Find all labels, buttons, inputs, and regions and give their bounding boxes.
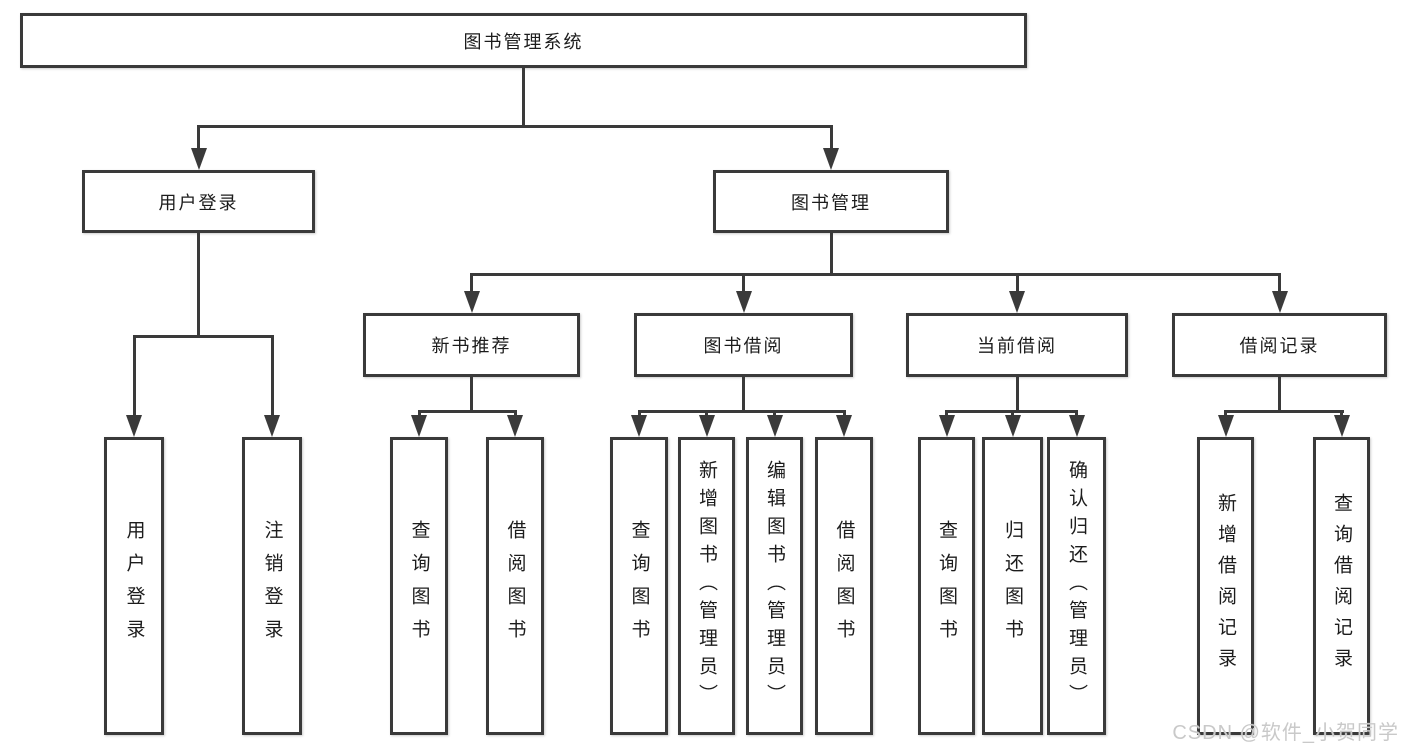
arrow-down-icon [1217,415,1234,437]
connector-drop-leaf [1224,410,1227,418]
connector-drop-leaf [773,410,776,418]
leaf-current-query-books-label: 查询图书 [936,520,957,652]
connector-drop-leaf [1075,410,1078,418]
leaf-edit-book-admin: 编辑图书（管理员） [746,437,803,735]
leaf-add-book-admin: 新增图书（管理员） [678,437,735,735]
node-user-login-module: 用户登录 [82,170,315,233]
connector-drop-module [1278,273,1281,293]
leaf-user-login-label: 用户登录 [123,520,145,652]
arrow-down-icon [1271,291,1288,313]
leaf-recommend-query-books-label: 查询图书 [408,520,430,652]
node-library-system-label: 图书管理系统 [463,31,584,52]
connector-current-stem [1015,377,1019,410]
leaf-borrow-borrow-books-label: 借阅图书 [833,520,855,652]
arrow-down-icon [823,148,839,170]
connector-user-rail [132,335,274,338]
connector-mgmt-rail [470,273,1281,276]
connector-root-rail [197,125,832,128]
arrow-down-icon [507,415,523,437]
leaf-query-borrow-record-label: 查询借阅记录 [1331,493,1352,679]
connector-root-stem [521,68,525,125]
leaf-add-borrow-record: 新增借阅记录 [1197,437,1254,735]
connector-recommend-rail [417,410,517,413]
leaf-add-borrow-record-label: 新增借阅记录 [1215,493,1236,679]
arrow-down-icon [1068,415,1085,437]
arrow-down-icon [1333,415,1350,437]
connector-mgmt-stem [829,233,833,273]
connector-drop-leaf [705,410,708,418]
connector-drop-user-login [197,125,200,152]
node-book-management: 图书管理 [713,170,949,233]
connector-drop-leaf [1011,410,1014,418]
connector-user-stem [197,233,200,335]
node-book-borrowing-label: 图书借阅 [703,336,784,356]
connector-drop-leaf [132,335,136,418]
arrow-down-icon [836,415,852,437]
node-borrowing-records: 借阅记录 [1172,313,1387,377]
leaf-borrow-query-books: 查询图书 [610,437,668,735]
leaf-borrow-query-books-label: 查询图书 [628,520,650,652]
arrow-down-icon [735,291,752,313]
leaf-user-login: 用户登录 [104,437,164,735]
arrow-down-icon [126,415,142,437]
connector-drop-leaf [1340,410,1343,418]
node-book-management-label: 图书管理 [791,192,871,213]
leaf-borrow-borrow-books: 借阅图书 [815,437,873,735]
connector-records-stem [1278,377,1281,410]
connector-drop-book-mgmt [829,125,833,152]
arrow-down-icon [190,148,207,170]
node-borrowing-records-label: 借阅记录 [1239,336,1320,356]
csdn-watermark: CSDN @软件_小贺同学 [1172,722,1399,744]
connector-drop-module [742,273,745,293]
leaf-logout-label: 注销登录 [261,520,283,652]
arrow-down-icon [766,415,783,437]
connector-drop-module [470,273,473,293]
leaf-query-borrow-record: 查询借阅记录 [1313,437,1370,735]
connector-drop-leaf [513,410,517,418]
leaf-return-books: 归还图书 [982,437,1043,735]
arrow-down-icon [938,415,955,437]
node-current-borrowing-label: 当前借阅 [977,336,1057,356]
connector-drop-leaf [842,410,846,418]
leaf-confirm-return-admin: 确认归还（管理员） [1047,437,1106,735]
connector-drop-leaf [417,410,421,418]
node-new-book-recommend: 新书推荐 [363,313,580,377]
connector-borrow-stem [742,377,745,410]
connector-borrow-rail [637,410,846,413]
leaf-edit-book-admin-label: 编辑图书（管理员） [764,460,785,712]
arrow-down-icon [264,415,280,437]
leaf-recommend-borrow-books: 借阅图书 [486,437,544,735]
leaf-return-books-label: 归还图书 [1002,520,1023,652]
node-book-borrowing: 图书借阅 [634,313,853,377]
node-new-book-recommend-label: 新书推荐 [431,336,512,356]
arrow-down-icon [698,415,715,437]
leaf-recommend-query-books: 查询图书 [390,437,448,735]
arrow-down-icon [1004,415,1021,437]
arrow-down-icon [1009,291,1025,313]
connector-records-rail [1224,410,1344,413]
leaf-confirm-return-admin-label: 确认归还（管理员） [1066,460,1087,712]
leaf-recommend-borrow-books-label: 借阅图书 [504,520,526,652]
connector-drop-leaf [945,410,948,418]
node-current-borrowing: 当前借阅 [906,313,1128,377]
arrow-down-icon [463,291,480,313]
leaf-logout: 注销登录 [242,437,302,735]
node-user-login-module-label: 用户登录 [158,192,239,213]
connector-drop-leaf [637,410,641,418]
connector-drop-leaf [270,335,274,418]
node-library-system: 图书管理系统 [20,13,1027,68]
arrow-down-icon [411,415,427,437]
connector-drop-module [1015,273,1019,293]
leaf-current-query-books: 查询图书 [918,437,975,735]
connector-recommend-stem [470,377,473,410]
arrow-down-icon [631,415,647,437]
leaf-add-book-admin-label: 新增图书（管理员） [696,460,717,712]
